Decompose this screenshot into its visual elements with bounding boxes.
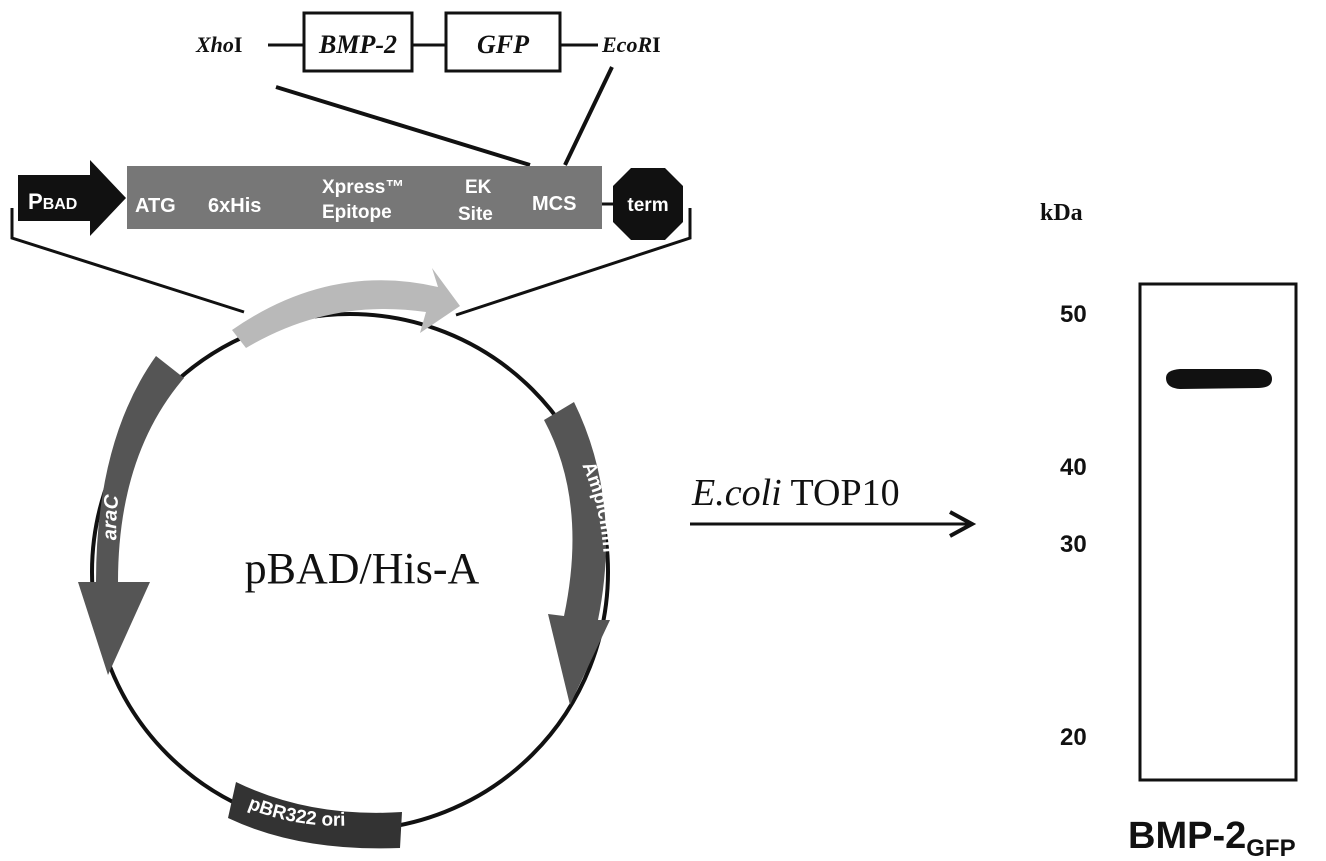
marker-50: 50 [1060,301,1087,328]
ecoRI-label: EcoRI [601,32,661,57]
ori-block [228,782,402,849]
marker-20: 20 [1060,724,1087,751]
term-label: term [627,195,668,216]
ek-label-line2: Site [458,204,493,225]
promoter-arrow [18,160,126,236]
bmp2-label: BMP-2 [318,30,397,59]
marker-30: 30 [1060,531,1087,558]
bmp2-box [302,11,414,73]
ek-label-line1: EK [465,177,492,198]
insertion-line-left [275,85,531,167]
expression-region-arrow [232,268,460,348]
kda-label: kDa [1040,200,1083,226]
bracket-left [10,208,245,314]
bracket-right [455,208,692,317]
araC-label: araC [99,493,123,540]
promoter-label: PBAD [28,189,77,214]
araC-arrow [78,356,184,675]
arrow-head-icon [949,510,977,538]
mcs-label: MCS [532,193,576,215]
terminator-icon [613,168,683,240]
western-blot: kDa 50 40 30 20 BMP-2GFP [1040,200,1298,861]
expression-cassette: PBAD ATG 6xHis Xpress™ Epitope EK Site M… [10,160,692,317]
gfp-label: GFP [477,30,530,59]
host-label: E.coli TOP10 [691,472,900,514]
xpress-label-line2: Epitope [322,202,392,223]
insert-construct: XhoI BMP-2 GFP EcoRI [195,11,661,167]
ampicillin-arrow [544,402,610,705]
lane-label: BMP-2GFP [1128,815,1296,861]
xpress-label-line1: Xpress™ [322,177,404,198]
marker-40: 40 [1060,454,1087,481]
blot-lane [1138,282,1298,782]
gfp-box [444,11,562,73]
insertion-line-right [563,66,614,166]
cassette-bar [127,166,602,229]
plasmid-name: pBAD/His-A [245,544,480,593]
xhoI-label: XhoI [195,32,242,57]
transformation-step: E.coli TOP10 [690,472,977,538]
plasmid-map: araC Ampicillin pBR322 ori pBAD/His-A [78,268,619,849]
atg-label: ATG [135,195,176,217]
protein-band [1166,369,1272,389]
his-tag-label: 6xHis [208,195,261,217]
